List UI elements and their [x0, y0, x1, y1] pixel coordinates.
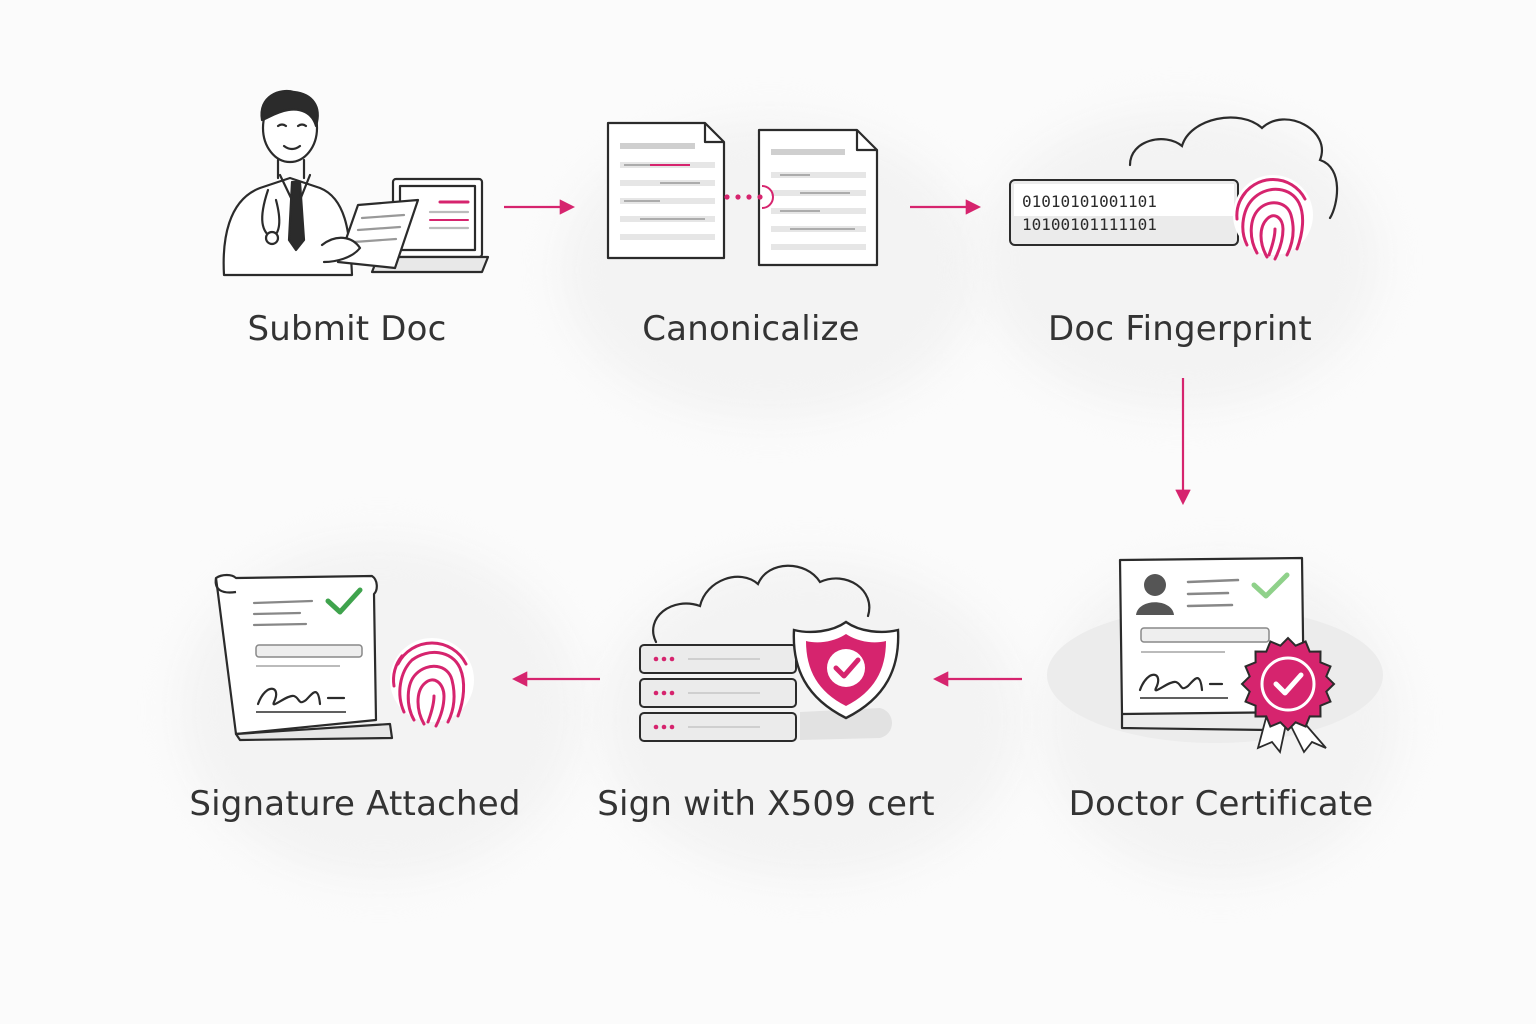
binary-line: 10100101111101 [1022, 215, 1157, 234]
step-label: Doc Fingerprint [1048, 309, 1312, 349]
step-label: Canonicalize [642, 309, 860, 349]
binary-line: 01010101001101 [1022, 192, 1157, 211]
step-label: Sign with X509 cert [597, 784, 935, 824]
step-label: Doctor Certificate [1068, 784, 1374, 824]
fingerprint-icon [390, 638, 474, 728]
seal-icon [1240, 636, 1336, 755]
fingerprint-icon [1233, 175, 1313, 261]
check-icon [325, 587, 363, 615]
step-label: Submit Doc [247, 309, 447, 349]
check-icon [1251, 572, 1290, 599]
background-blob [980, 110, 1380, 410]
shield-icon [792, 620, 900, 720]
step-label: Signature Attached [189, 784, 521, 824]
